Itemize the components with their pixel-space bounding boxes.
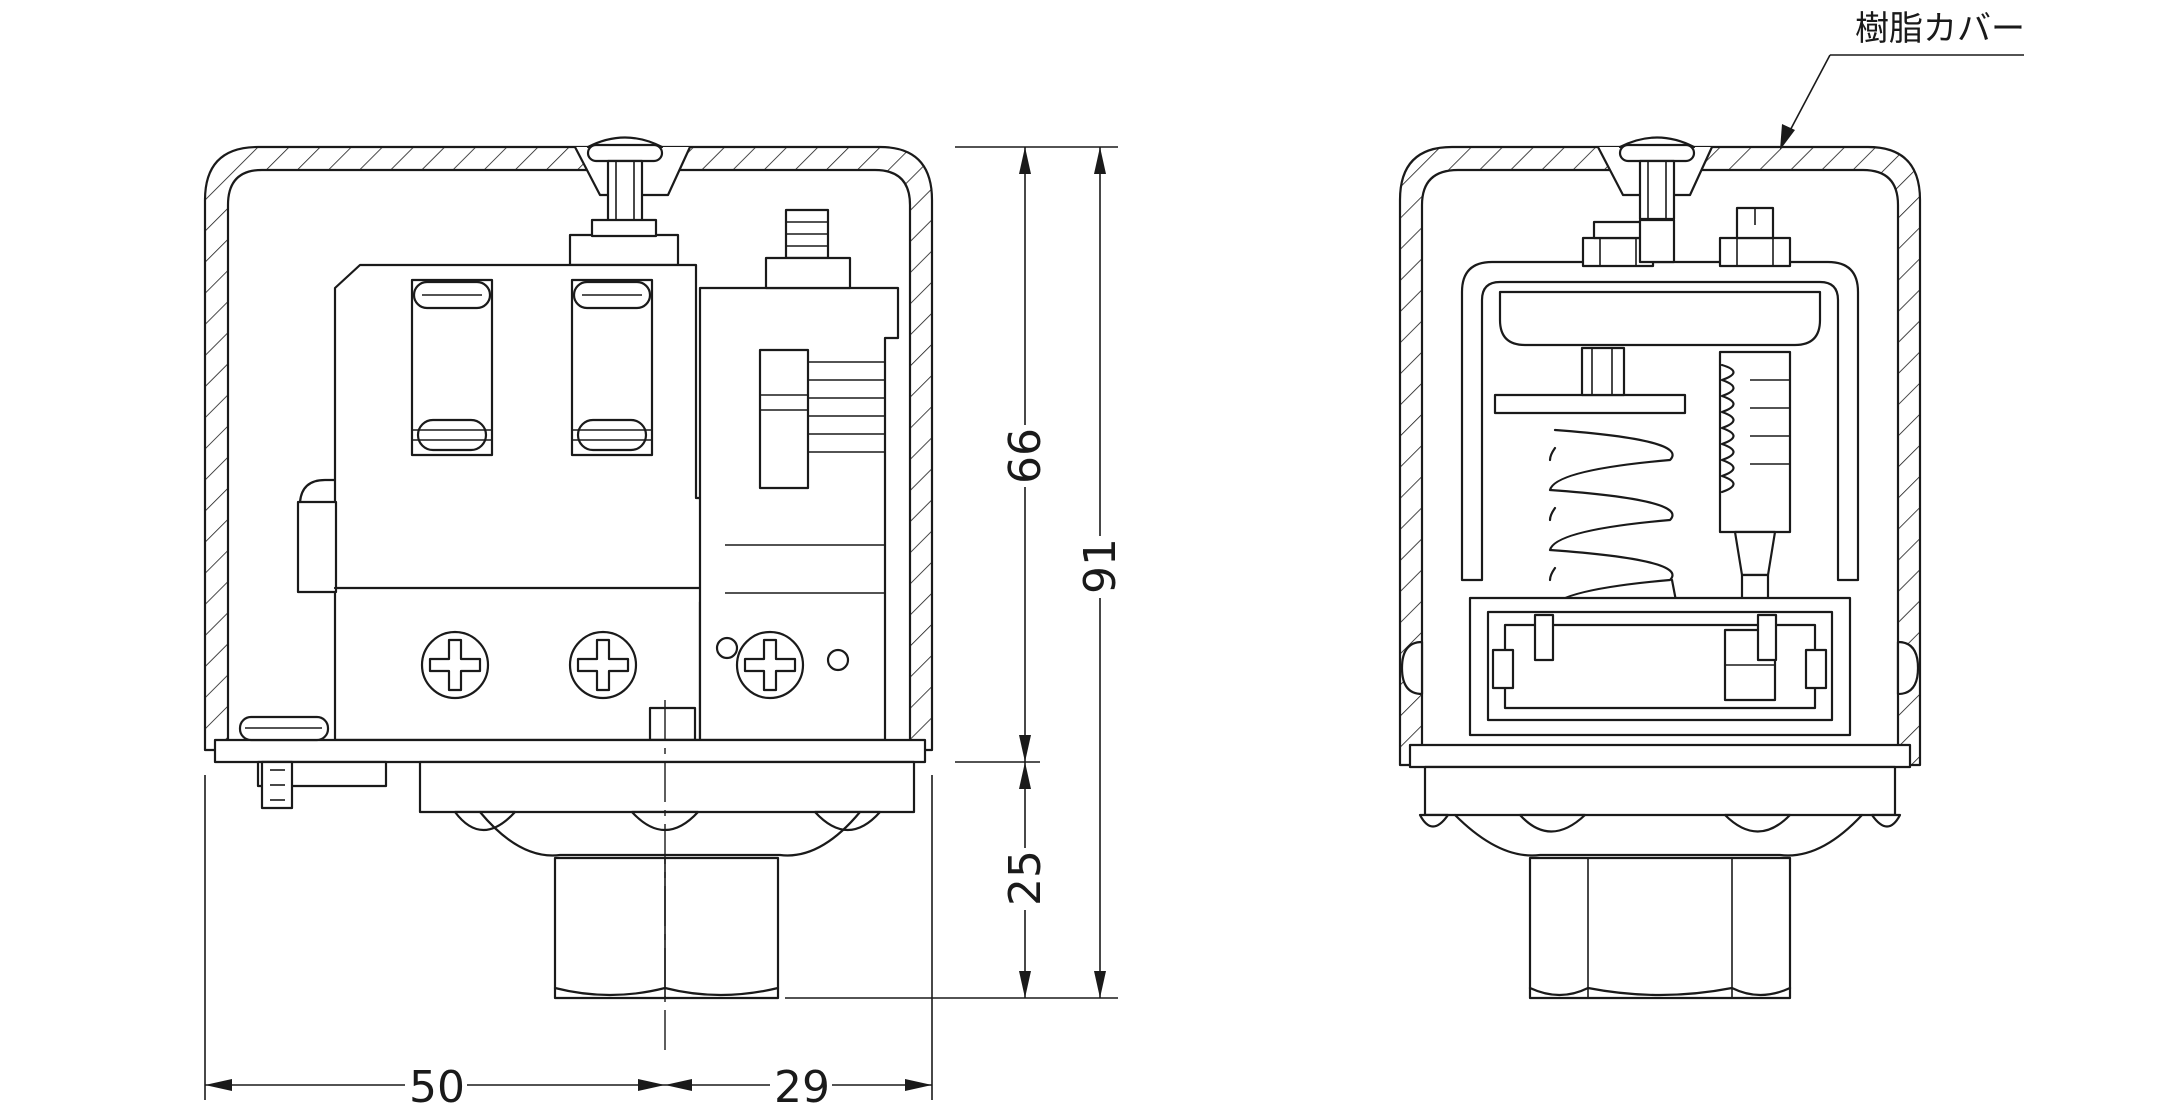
resin-cover-right — [1398, 145, 1922, 767]
dimension-91: 91 — [1075, 147, 1126, 998]
small-spring — [1718, 350, 1792, 612]
phillips-screw-3 — [735, 630, 805, 700]
dimension-50: 50 — [205, 1062, 665, 1112]
inner-frame — [1460, 206, 1860, 582]
svg-text:91: 91 — [1075, 538, 1126, 594]
svg-text:50: 50 — [409, 1062, 465, 1112]
resin-cover-left — [203, 145, 934, 752]
front-view — [1398, 136, 1922, 1000]
hex-fitting-right — [1528, 856, 1792, 1000]
switch-body-left — [296, 263, 720, 742]
side-view — [203, 136, 934, 1055]
dimension-66: 66 — [1000, 147, 1051, 762]
diaphragm-housing — [1468, 596, 1852, 737]
base-plate-left — [213, 738, 927, 764]
phillips-screw-2 — [568, 630, 638, 700]
svg-text:29: 29 — [774, 1062, 830, 1112]
top-screw-right — [1618, 136, 1696, 221]
dimension-29: 29 — [665, 1062, 932, 1112]
top-screw-left — [568, 136, 680, 267]
svg-text:25: 25 — [1000, 850, 1051, 906]
resin-cover-callout: 樹脂カバー — [1780, 9, 2025, 150]
phillips-screw-1 — [420, 630, 490, 700]
hex-fitting-left — [553, 856, 780, 1000]
svg-text:66: 66 — [1000, 428, 1051, 484]
dimension-25: 25 — [1000, 762, 1051, 998]
base-plate-right — [1408, 743, 1912, 769]
dimensions: 50 29 66 25 — [204, 146, 1126, 1112]
mechanism-box-left — [698, 208, 900, 742]
resin-cover-label: 樹脂カバー — [1855, 9, 2025, 49]
